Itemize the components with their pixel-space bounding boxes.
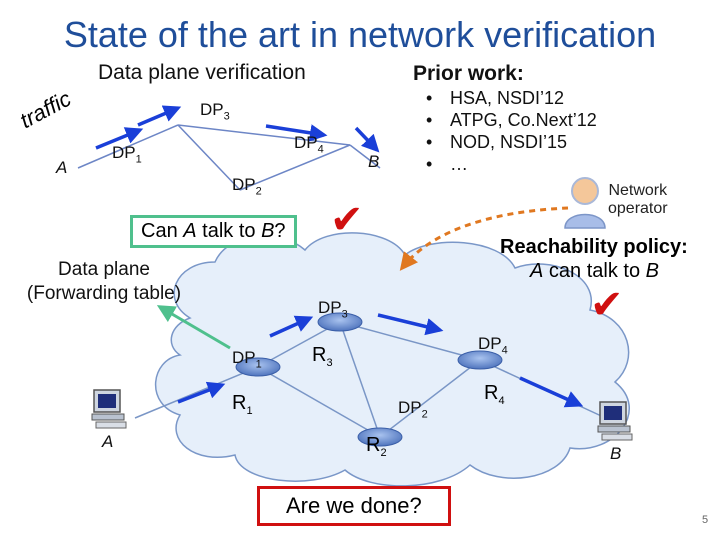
computer-icon <box>597 401 633 441</box>
computer-icon <box>91 389 127 429</box>
prior-work-list: HSA, NSDI’12 ATPG, Co.Next’12 NOD, NSDI’… <box>420 87 597 175</box>
page-number: 5 <box>702 514 709 526</box>
host-b-label: B <box>610 444 622 463</box>
checkmark-icon: ✔ <box>590 283 624 327</box>
router-r2 <box>357 427 403 447</box>
done-question-box: Are we done? <box>257 486 451 526</box>
router-r4 <box>457 350 503 370</box>
list-item: HSA, NSDI’12 <box>420 87 597 109</box>
reachability-heading: Reachability policy: <box>500 236 688 258</box>
list-item: NOD, NSDI’15 <box>420 131 597 153</box>
router-r2-label: R2 <box>366 434 387 459</box>
router-r4-label: R4 <box>484 382 505 407</box>
dp2-label: DP2 <box>232 175 262 198</box>
forwarding-table-arrow <box>156 305 231 350</box>
node-b-label: B <box>368 152 380 171</box>
top-graph-flow-arrows <box>95 105 380 153</box>
network-dp4-label: DP4 <box>478 334 508 357</box>
node-a-label: A <box>56 158 68 177</box>
router-r1 <box>235 357 281 377</box>
network-dp2-label: DP2 <box>398 398 428 421</box>
policy-dashed-arrow <box>399 206 569 271</box>
prior-work-heading: Prior work: <box>413 62 524 85</box>
router-r3-label: R3 <box>312 344 333 369</box>
dp4-label: DP4 <box>294 133 324 156</box>
router-r3 <box>317 312 363 332</box>
list-item: … <box>420 153 597 175</box>
operator-label: Network operator <box>608 182 668 217</box>
list-item: ATPG, Co.Next’12 <box>420 109 597 131</box>
checkmark-icon: ✔ <box>330 198 364 242</box>
data-plane-heading: Data plane verification <box>98 61 306 84</box>
network-dp3-label: DP3 <box>318 298 348 321</box>
data-plane-label: Data plane (Forwarding table) <box>26 259 182 304</box>
reachability-policy: A can talk to B <box>530 260 659 282</box>
user-icon <box>564 177 606 229</box>
question-box: Can A talk to B? <box>130 215 297 248</box>
router-r1-label: R1 <box>232 392 253 417</box>
network-dp1-label: DP1 <box>232 348 262 371</box>
network-flow-arrows <box>177 313 584 408</box>
slide-title: State of the art in network verification <box>63 14 657 55</box>
dp3-label: DP3 <box>200 100 230 123</box>
top-graph-edges <box>77 124 381 191</box>
host-a-label: A <box>102 432 114 451</box>
network-cloud <box>154 232 630 487</box>
dp1-label: DP1 <box>112 143 142 166</box>
